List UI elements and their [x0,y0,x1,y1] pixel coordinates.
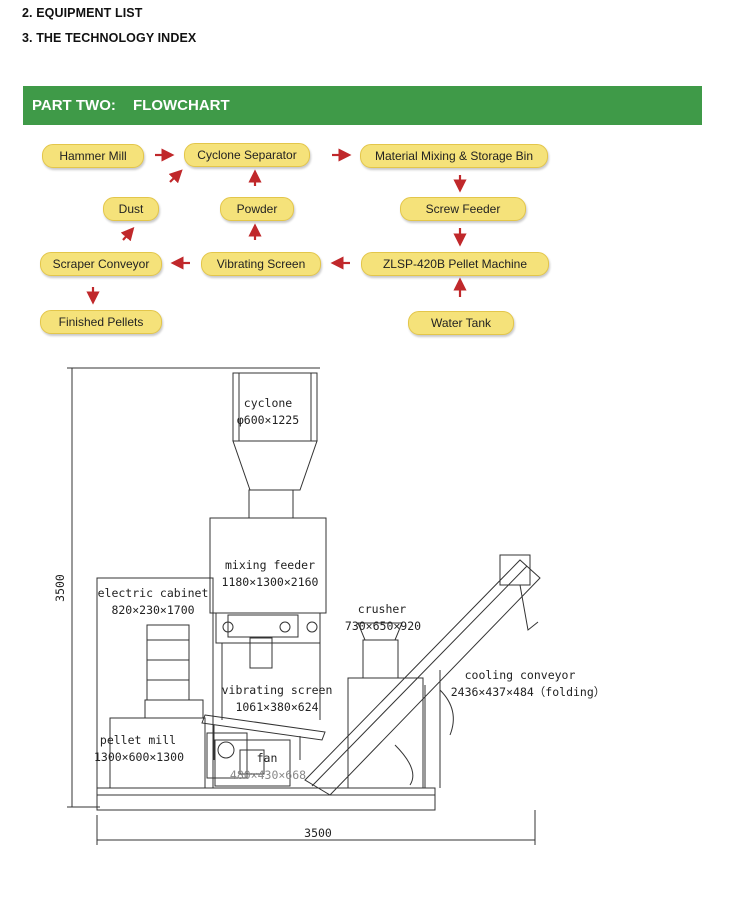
banner-part: PART TWO: [32,97,116,114]
crusher-size: 730×650×920 [345,619,421,633]
width-dimension-text: 3500 [304,826,332,840]
section-banner: PART TWO: FLOWCHART [23,86,702,125]
pellet-mill-body [109,717,206,789]
equipment-layout-diagram: 3500 3500 cyclone φ600×1225 mixing feede… [53,367,606,845]
flow-vibrating-screen: Vibrating Screen [201,252,321,276]
crusher-label: crusher [358,602,407,616]
heading-technology-index: 3. THE TECHNOLOGY INDEX [22,31,197,45]
mixing-feeder-label: mixing feeder [225,558,315,572]
flow-screw-feeder: Screw Feeder [400,197,526,221]
cooling-conveyor-label: cooling conveyor [465,668,576,682]
flow-scraper-conveyor: Scraper Conveyor [40,252,162,276]
flow-powder: Powder [220,197,294,221]
fan-size: 480×430×668 [230,768,306,782]
flow-arrows [86,148,467,305]
flow-material-mixing: Material Mixing & Storage Bin [360,144,548,168]
arrow-scraper-to-dust [120,227,135,242]
electric-cabinet-label: electric cabinet [98,586,209,600]
cyclone-label: cyclone [244,396,293,410]
mixing-feeder-size: 1180×1300×2160 [222,575,319,589]
base-frame [96,787,436,811]
height-dimension-text: 3500 [53,574,67,602]
flow-finished-pellets: Finished Pellets [40,310,162,334]
pellet-mill-size: 1300×600×1300 [94,750,184,764]
vibrating-screen-size: 1061×380×624 [235,700,318,714]
cooling-conveyor-size: 2436×437×484（folding） [451,685,606,699]
fan-body [214,739,291,787]
flow-hammer-mill: Hammer Mill [42,144,144,168]
flow-water-tank: Water Tank [408,311,514,335]
heading-equipment-list: 2. EQUIPMENT LIST [22,6,143,20]
flow-dust: Dust [103,197,159,221]
pellet-mill-label: pellet mill [100,733,176,747]
arrow-dust-to-hammer [168,169,183,184]
banner-title: FLOWCHART [133,97,230,114]
crusher-body [347,677,424,789]
flow-pellet-machine: ZLSP-420B Pellet Machine [361,252,549,276]
vibrating-screen-body [201,714,326,741]
fan-label: fan [257,751,278,765]
cyclone-size: φ600×1225 [237,413,299,427]
vibrating-screen-label: vibrating screen [222,683,333,697]
electric-cabinet-size: 820×230×1700 [111,603,194,617]
flow-cyclone-separator: Cyclone Separator [184,143,310,167]
cooling-conveyor-body [304,559,541,796]
